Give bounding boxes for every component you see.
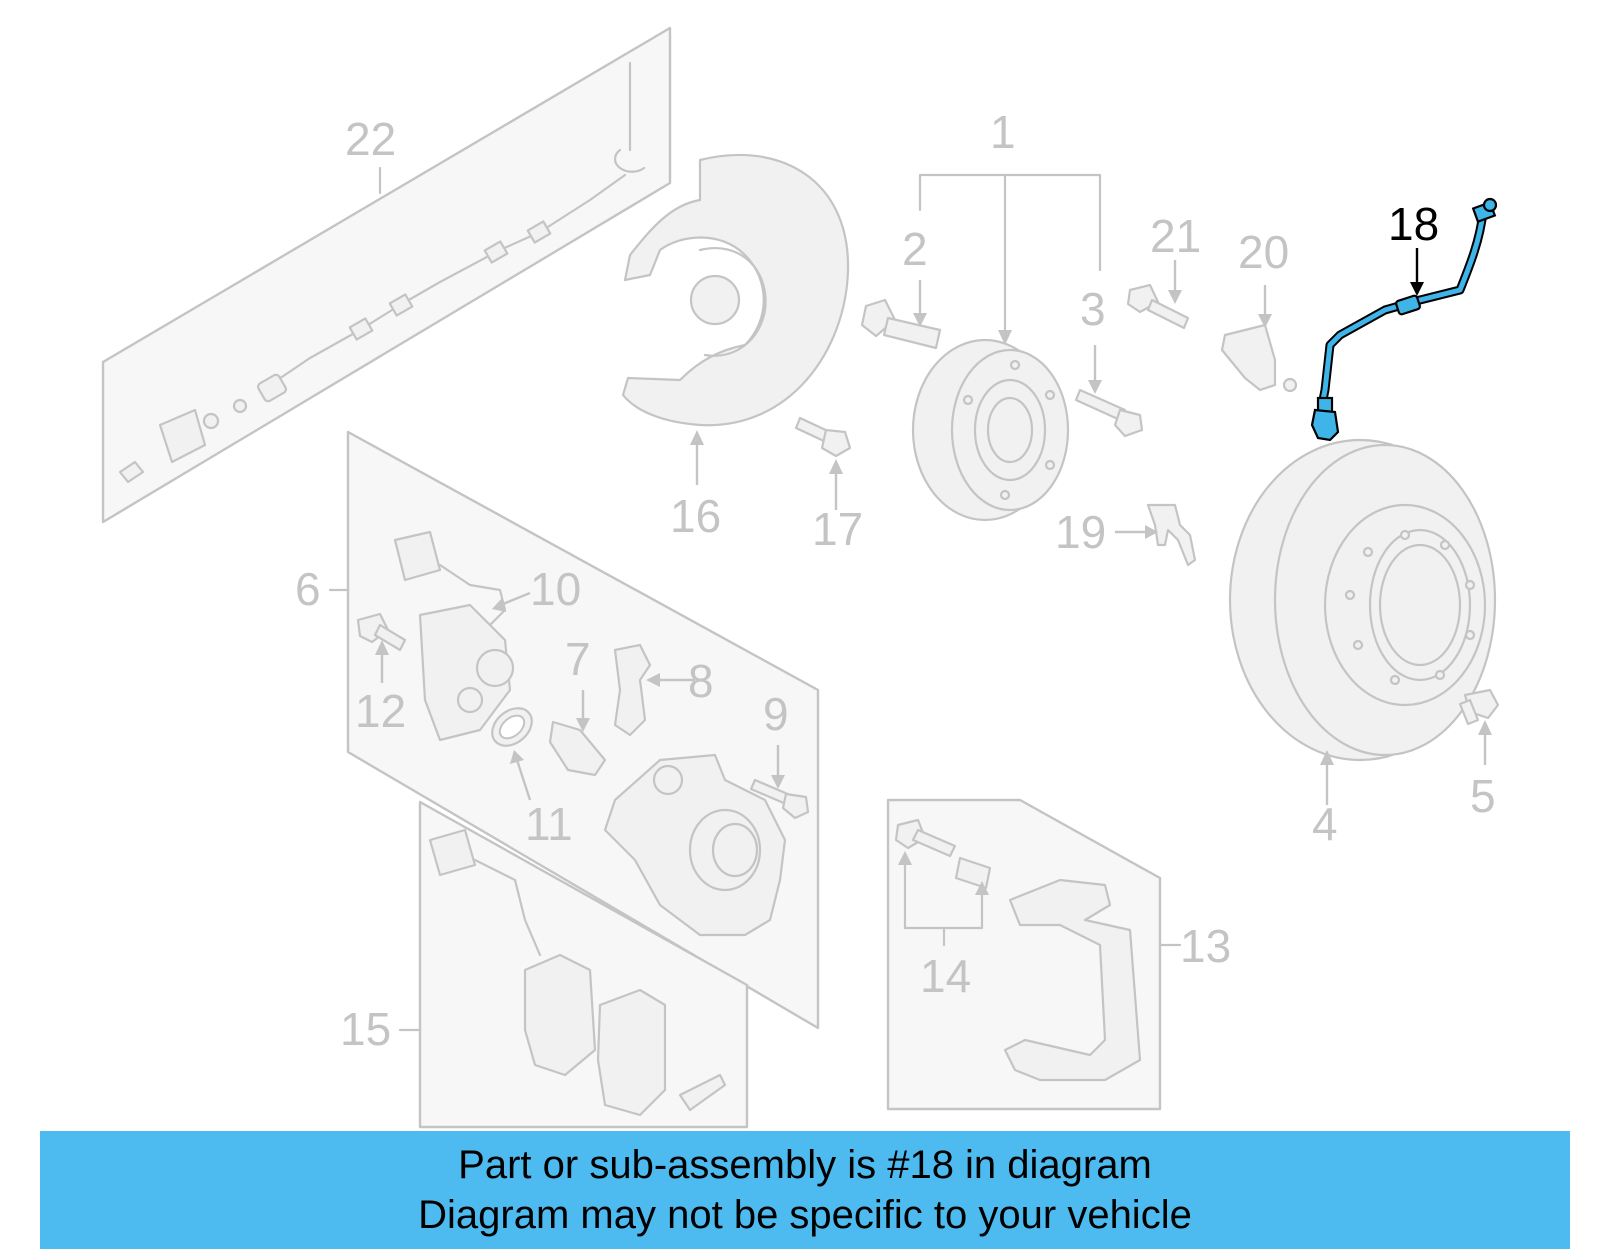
callout-8: 8 [688, 655, 714, 707]
callout-4: 4 [1312, 798, 1338, 850]
part-20-sensor: 20 [1220, 226, 1298, 393]
callout-19: 19 [1055, 506, 1106, 558]
info-banner: Part or sub-assembly is #18 in diagram D… [40, 1131, 1570, 1249]
callout-12: 12 [355, 685, 406, 737]
part-22-panel: 22 [101, 26, 672, 524]
callout-11: 11 [525, 798, 573, 850]
part-5-screw: 5 [1458, 688, 1500, 822]
part-19-clip: 19 [1055, 503, 1197, 567]
callout-16: 16 [670, 490, 721, 542]
callout-10: 10 [530, 563, 581, 615]
callout-18: 18 [1388, 198, 1439, 250]
callout-7: 7 [565, 633, 591, 685]
callout-5: 5 [1470, 770, 1496, 822]
part-17-bolt: 17 [794, 416, 863, 555]
banner-line-1: Part or sub-assembly is #18 in diagram [458, 1143, 1152, 1187]
part-16-dust-shield: 16 [621, 153, 850, 542]
part-15-pads-panel: 15 [340, 800, 749, 1129]
part-13-carrier-panel: 13 14 [886, 798, 1231, 1111]
callout-9: 9 [763, 688, 789, 740]
part-6-caliper-panel: 6 10 12 11 7 8 [295, 430, 820, 1030]
callout-22: 22 [345, 113, 396, 165]
part-1-hub: 1 [911, 106, 1102, 522]
callout-20: 20 [1238, 226, 1289, 278]
callout-1: 1 [990, 106, 1016, 158]
callout-6: 6 [295, 563, 321, 615]
callout-14: 14 [920, 950, 971, 1002]
callout-21: 21 [1150, 210, 1201, 262]
callout-2: 2 [902, 223, 928, 275]
banner-line-2: Diagram may not be specific to your vehi… [418, 1193, 1192, 1237]
part-21-bolt: 21 [1126, 210, 1201, 330]
callout-13: 13 [1180, 920, 1231, 972]
callout-15: 15 [340, 1003, 391, 1055]
callout-17: 17 [812, 503, 863, 555]
callout-3: 3 [1080, 283, 1106, 335]
part-2-bolt: 2 [860, 223, 942, 350]
part-18-brake-hose: 18 [1310, 197, 1498, 442]
part-3-bolt: 3 [1074, 283, 1144, 438]
part-4-brake-disc: 4 [1228, 438, 1497, 850]
